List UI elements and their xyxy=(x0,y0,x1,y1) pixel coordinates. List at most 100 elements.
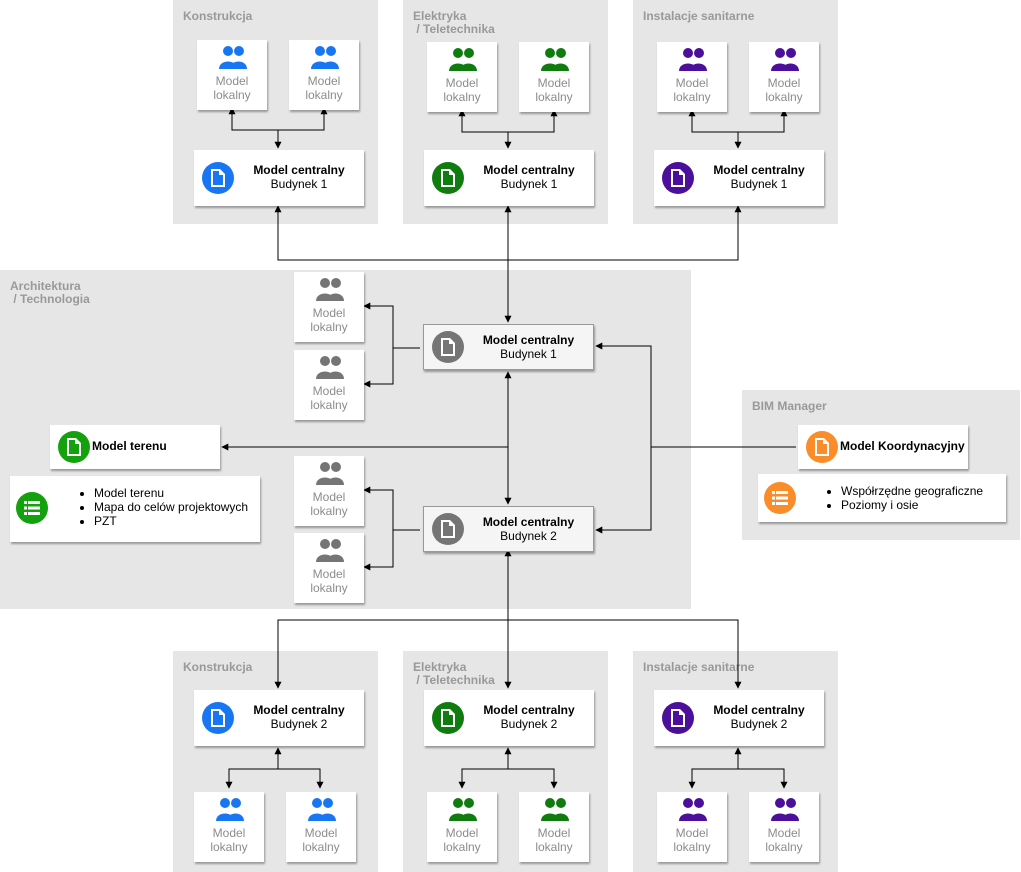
document-icon xyxy=(441,709,455,727)
edge xyxy=(508,768,558,789)
terrain-model-card[interactable]: Model terenu xyxy=(50,425,220,469)
building-label: Budynek 2 xyxy=(730,717,788,731)
group-title: Konstrukcja xyxy=(183,660,253,674)
bim-data-card[interactable]: Współrzędne geograficzne Poziomy i osie xyxy=(758,474,1006,522)
central-model-badge xyxy=(662,702,694,734)
edge xyxy=(738,768,788,789)
central-model-title: Model centralny xyxy=(483,163,575,177)
coordination-model-card[interactable]: Model Koordynacyjny xyxy=(798,425,968,469)
document-icon xyxy=(211,709,225,727)
local-model-card[interactable]: Model lokalny xyxy=(294,350,364,420)
local-model-label: Model lokalny xyxy=(310,384,348,412)
edge xyxy=(363,302,420,349)
local-model-card[interactable]: Model lokalny xyxy=(294,456,364,526)
local-model-card[interactable]: Model lokalny xyxy=(286,792,356,862)
building-label: Budynek 1 xyxy=(500,177,558,191)
local-model-label: Model lokalny xyxy=(535,76,573,104)
edge xyxy=(278,768,324,789)
list-icon xyxy=(772,491,788,505)
group-title: Architektura / Technologia xyxy=(10,279,90,306)
list-item: Model terenu xyxy=(94,486,248,500)
central-model-badge xyxy=(432,513,464,545)
users-icon xyxy=(316,356,344,379)
central-model-badge xyxy=(432,331,464,363)
document-icon xyxy=(671,709,685,727)
users-icon xyxy=(308,798,336,821)
terrain-list-badge xyxy=(16,492,48,524)
document-icon xyxy=(67,438,81,456)
central-model-title: Model centralny xyxy=(482,333,575,347)
local-model-label: Model lokalny xyxy=(535,826,573,854)
users-icon xyxy=(771,798,799,821)
edge xyxy=(228,107,328,131)
local-model-card[interactable]: Model lokalny xyxy=(427,42,497,112)
local-model-label: Model lokalny xyxy=(310,567,348,595)
users-icon xyxy=(679,48,707,71)
local-model-label: Model lokalny xyxy=(765,826,803,854)
local-model-label: Model lokalny xyxy=(305,74,343,102)
edge xyxy=(274,619,742,689)
terrain-data-card[interactable]: Model terenu Mapa do celów projektowych … xyxy=(10,476,260,542)
group-title: Instalacje sanitarne xyxy=(643,9,755,23)
group-title: BIM Manager xyxy=(752,399,827,413)
document-icon xyxy=(441,520,455,538)
edge xyxy=(595,447,652,534)
users-icon xyxy=(316,278,344,301)
users-icon xyxy=(219,46,247,69)
local-model-card[interactable]: Model lokalny xyxy=(294,272,364,342)
list-item: Współrzędne geograficzne xyxy=(841,484,983,498)
building-label: Budynek 2 xyxy=(500,529,557,543)
central-model-badge xyxy=(662,162,694,194)
local-model-card[interactable]: Model lokalny xyxy=(197,40,267,110)
list-item: Mapa do celów projektowych xyxy=(94,500,248,514)
local-model-label: Model lokalny xyxy=(765,76,803,104)
central-model-badge xyxy=(202,162,234,194)
terrain-list: Model terenu Mapa do celów projektowych … xyxy=(76,486,248,528)
local-model-label: Model lokalny xyxy=(443,76,481,104)
local-model-card[interactable]: Model lokalny xyxy=(519,42,589,112)
local-model-card[interactable]: Model lokalny xyxy=(289,40,359,110)
users-icon xyxy=(311,46,339,69)
document-icon xyxy=(815,438,829,456)
local-model-card[interactable]: Model lokalny xyxy=(657,792,727,862)
users-icon xyxy=(679,798,707,821)
document-icon xyxy=(671,169,685,187)
coordination-model-badge xyxy=(806,431,838,463)
edge xyxy=(458,109,558,133)
local-model-card[interactable]: Model lokalny xyxy=(194,792,264,862)
building-label: Budynek 1 xyxy=(500,347,557,361)
local-model-label: Model lokalny xyxy=(310,490,348,518)
local-model-card[interactable]: Model lokalny xyxy=(749,42,819,112)
local-model-card[interactable]: Model lokalny xyxy=(657,42,727,112)
building-label: Budynek 2 xyxy=(500,717,558,731)
edge xyxy=(363,348,394,388)
users-icon xyxy=(771,48,799,71)
local-model-card[interactable]: Model lokalny xyxy=(519,792,589,862)
local-model-card[interactable]: Model lokalny xyxy=(294,533,364,603)
central-model-title: Model centralny xyxy=(713,163,805,177)
local-model-label: Model lokalny xyxy=(310,306,348,334)
users-icon xyxy=(449,798,477,821)
edge xyxy=(458,747,512,789)
local-model-label: Model lokalny xyxy=(673,76,711,104)
local-model-card[interactable]: Model lokalny xyxy=(749,792,819,862)
users-icon xyxy=(541,798,569,821)
local-model-card[interactable]: Model lokalny xyxy=(427,792,497,862)
group-title: Elektryka / Teletechnika xyxy=(413,9,495,36)
group-title: Konstrukcja xyxy=(183,9,253,23)
users-icon xyxy=(316,462,344,485)
terrain-model-title: Model terenu xyxy=(92,439,167,453)
central-model-badge xyxy=(202,702,234,734)
list-item: Poziomy i osie xyxy=(841,498,983,512)
local-model-label: Model lokalny xyxy=(302,826,340,854)
central-model-title: Model centralny xyxy=(713,703,805,717)
